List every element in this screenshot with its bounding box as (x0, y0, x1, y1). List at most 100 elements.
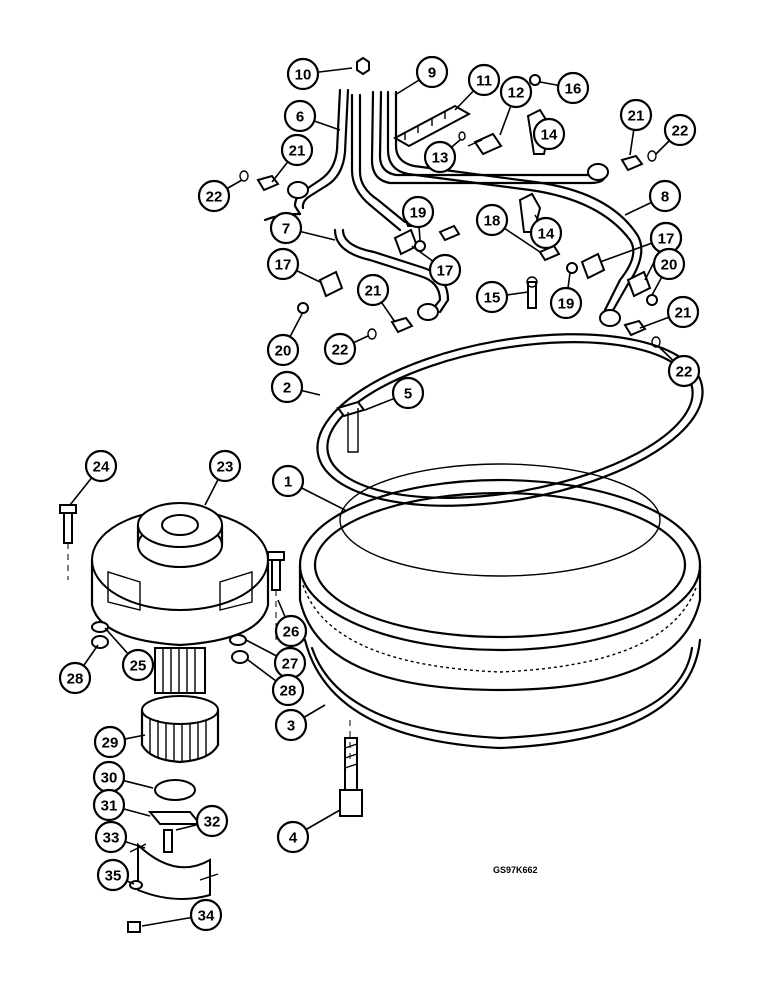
callout-19: 19 (401, 195, 435, 229)
callout-17: 17 (266, 247, 300, 281)
callout-circle (197, 179, 231, 213)
callout-number: 18 (484, 213, 501, 230)
callout-circle (323, 332, 357, 366)
callout-circle (391, 376, 425, 410)
bolts-24-26 (59, 504, 351, 760)
callout-number: 19 (558, 296, 575, 313)
callout-number: 35 (105, 868, 122, 885)
callout-number: 17 (275, 257, 292, 274)
callout-circle (283, 99, 317, 133)
callout-number: 4 (289, 830, 298, 847)
callout-28: 28 (58, 661, 92, 695)
callout-20: 20 (652, 247, 686, 281)
callout-circle (663, 113, 697, 147)
callout-13: 13 (423, 140, 457, 174)
callout-labels: 1234567891011121314141516171717171819192… (58, 55, 701, 932)
callout-21: 21 (356, 273, 390, 307)
callout-circle (93, 725, 127, 759)
callout-circle (208, 449, 242, 483)
callout-10: 10 (286, 57, 320, 91)
callout-27: 27 (273, 646, 307, 680)
callout-number: 7 (282, 221, 290, 238)
callout-number: 9 (428, 65, 436, 82)
callout-number: 21 (675, 305, 692, 322)
callout-17: 17 (428, 253, 462, 287)
callout-number: 22 (676, 364, 693, 381)
drawing-code: GS97K662 (493, 865, 538, 875)
callout-7: 7 (269, 211, 303, 245)
callout-number: 15 (484, 290, 501, 307)
callout-22: 22 (323, 332, 357, 366)
callout-15: 15 (475, 280, 509, 314)
plates (147, 779, 203, 853)
callout-number: 2 (283, 380, 291, 397)
callout-number: 32 (204, 814, 221, 831)
callout-22: 22 (197, 179, 231, 213)
callout-circle (529, 216, 563, 250)
callout-circle (269, 211, 303, 245)
callout-number: 22 (332, 342, 349, 359)
callout-5: 5 (391, 376, 425, 410)
callout-32: 32 (195, 804, 229, 838)
callout-31: 31 (92, 788, 126, 822)
callout-9: 9 (415, 55, 449, 89)
callout-number: 20 (275, 343, 292, 360)
callout-1: 1 (271, 464, 305, 498)
callout-circle (96, 858, 130, 892)
callout-number: 22 (672, 123, 689, 140)
callout-circle (666, 295, 700, 329)
callout-number: 19 (410, 205, 427, 222)
callout-circle (266, 333, 300, 367)
hydraulic-pipes (263, 88, 643, 327)
callout-number: 20 (661, 257, 678, 274)
callout-circle (271, 464, 305, 498)
callout-circle (274, 708, 308, 742)
callout-30: 30 (92, 760, 126, 794)
callout-circle (499, 75, 533, 109)
callout-number: 25 (130, 658, 147, 675)
callout-circle (276, 820, 310, 854)
callout-circle (401, 195, 435, 229)
callout-25: 25 (121, 648, 155, 682)
callout-19: 19 (549, 286, 583, 320)
callout-number: 14 (538, 226, 555, 243)
callout-circle (286, 57, 320, 91)
callout-24: 24 (84, 449, 118, 483)
callout-circle (423, 140, 457, 174)
gear-29 (140, 695, 220, 764)
callout-circle (58, 661, 92, 695)
callout-number: 6 (296, 109, 304, 126)
callout-number: 16 (565, 81, 582, 98)
callout-number: 12 (508, 85, 525, 102)
callout-number: 22 (206, 189, 223, 206)
callout-circle (549, 286, 583, 320)
callout-number: 21 (289, 143, 306, 160)
callout-circle (475, 203, 509, 237)
planetary-hub (90, 502, 270, 694)
callout-circle (652, 247, 686, 281)
callout-18: 18 (475, 203, 509, 237)
callout-22: 22 (663, 113, 697, 147)
callout-circle (280, 133, 314, 167)
callout-number: 30 (101, 770, 118, 787)
nuts-washers (91, 621, 249, 664)
callout-21: 21 (619, 98, 653, 132)
callout-circle (356, 273, 390, 307)
callout-number: 31 (101, 798, 118, 815)
callout-circle (92, 788, 126, 822)
callout-circle (195, 804, 229, 838)
callout-number: 21 (365, 283, 382, 300)
callout-number: 1 (284, 474, 292, 491)
callout-number: 29 (102, 735, 119, 752)
callout-number: 24 (93, 459, 110, 476)
callout-21: 21 (666, 295, 700, 329)
bolt-4 (339, 737, 363, 817)
callout-29: 29 (93, 725, 127, 759)
callout-circle (415, 55, 449, 89)
callout-circle (475, 280, 509, 314)
callout-number: 8 (661, 189, 669, 206)
callout-17: 17 (649, 221, 683, 255)
callout-circle (467, 63, 501, 97)
